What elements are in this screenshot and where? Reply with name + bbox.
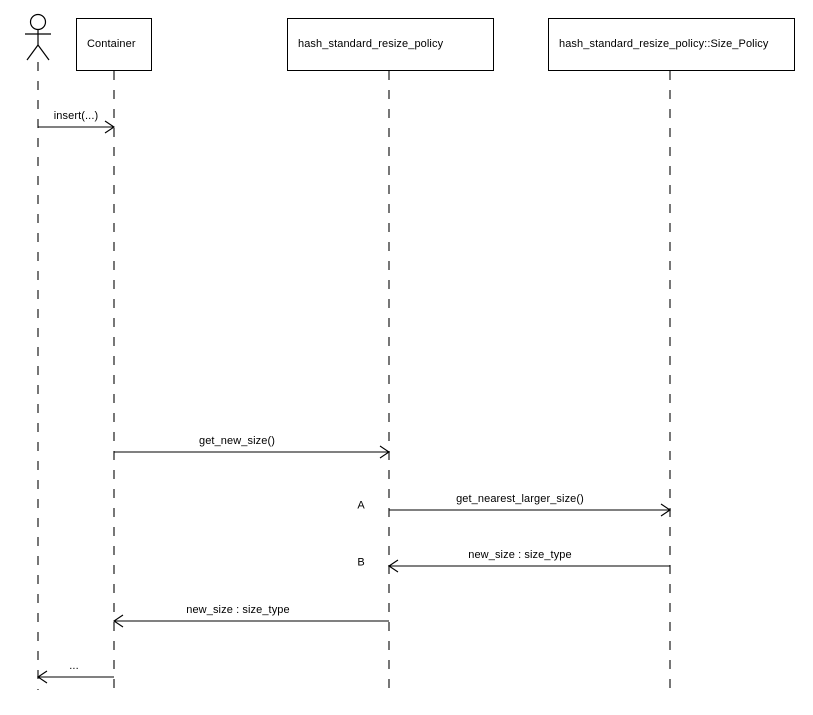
actor-right-leg-line: [37, 44, 50, 61]
message-label-insert: insert(...): [53, 110, 99, 122]
participant-box-size-policy[interactable]: hash_standard_resize_policy::Size_Policy: [548, 18, 795, 71]
participant-label-size-policy: hash_standard_resize_policy::Size_Policy: [559, 38, 769, 50]
message-arrow-new-size-return-1: [388, 559, 670, 573]
participant-label-hash-standard-resize-policy: hash_standard_resize_policy: [298, 38, 444, 50]
sequence-marker-a: A: [357, 499, 365, 512]
message-arrow-insert: [38, 120, 115, 134]
sequence-marker-b: B: [357, 556, 365, 569]
message-arrow-ellipsis: [37, 670, 114, 684]
message-label-get-new-size: get_new_size(): [199, 435, 275, 447]
message-label-new-size-return-1: new_size : size_type: [468, 549, 572, 561]
message-arrow-new-size-return-2: [113, 614, 389, 628]
actor-figure: [25, 13, 51, 61]
actor-left-leg-line: [26, 44, 39, 61]
actor-head-icon: [29, 13, 47, 31]
message-label-ellipsis: ...: [69, 660, 79, 672]
participant-label-container: Container: [87, 38, 136, 50]
lifelines-group: [37, 62, 671, 690]
message-label-new-size-return-2: new_size : size_type: [186, 604, 290, 616]
participant-box-container[interactable]: Container: [76, 18, 152, 71]
messages-group: [37, 120, 671, 684]
message-arrow-get-nearest-larger-size: [389, 503, 671, 517]
participant-box-hash-standard-resize-policy[interactable]: hash_standard_resize_policy: [287, 18, 494, 71]
message-arrow-get-new-size: [114, 445, 390, 459]
message-label-get-nearest-larger-size: get_nearest_larger_size(): [456, 493, 584, 505]
